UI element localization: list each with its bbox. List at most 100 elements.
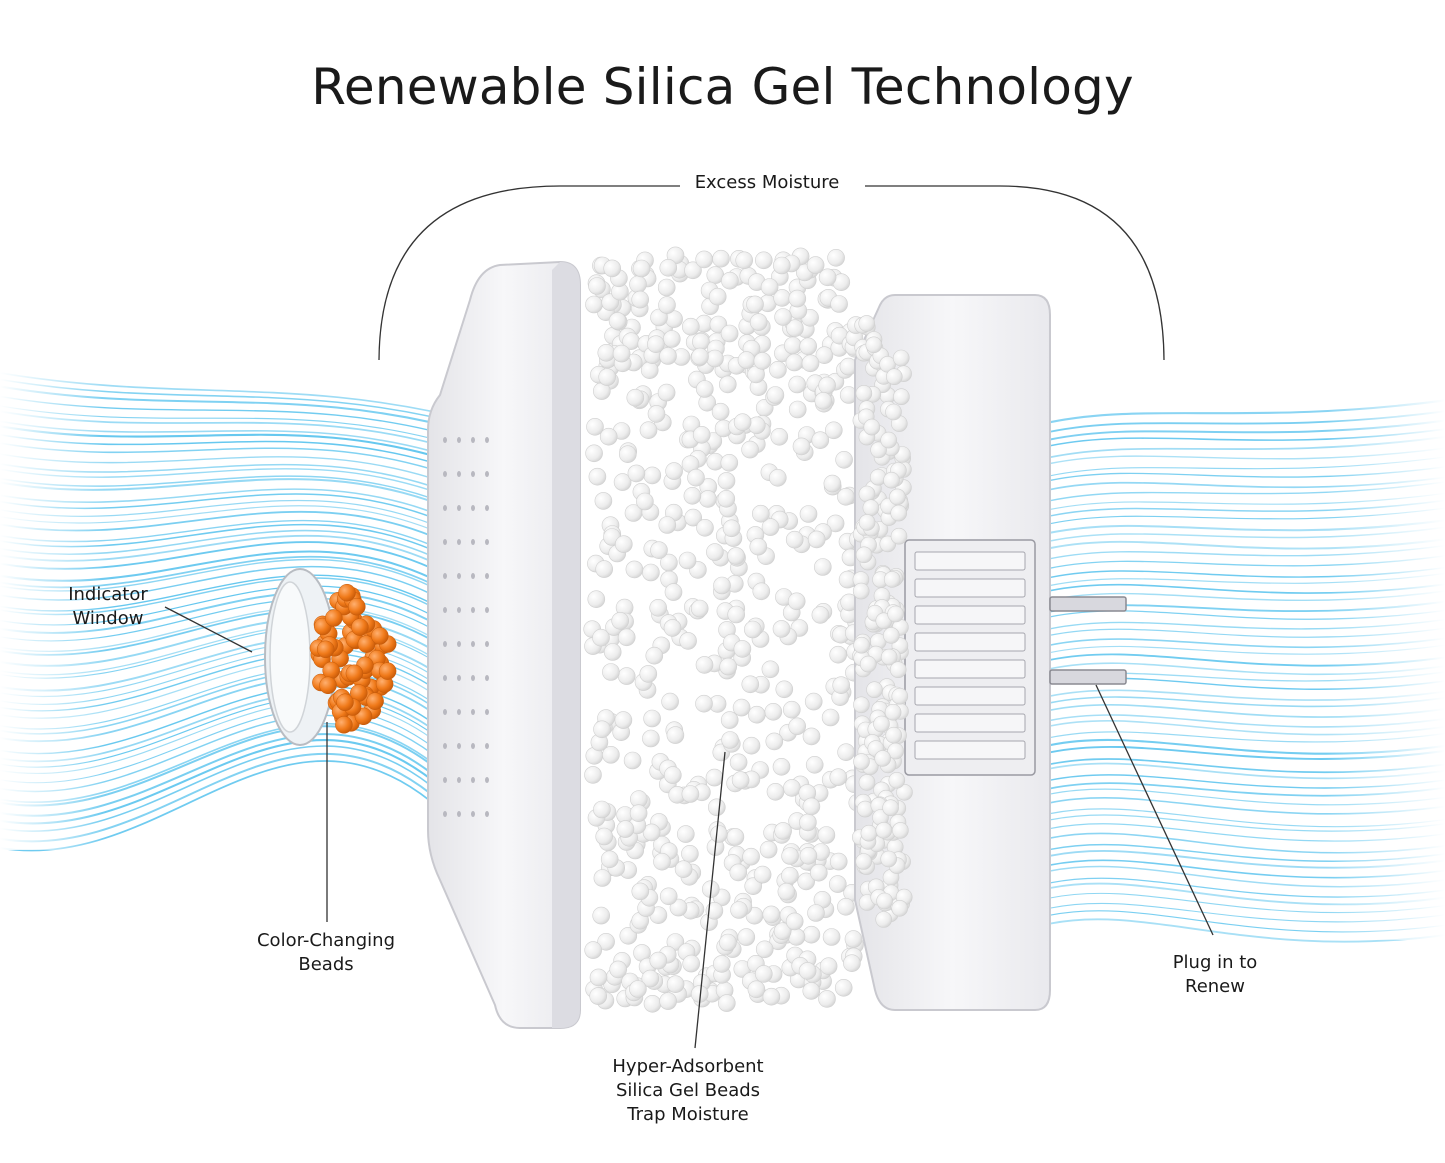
silica-bead bbox=[818, 376, 836, 395]
silica-bead bbox=[770, 427, 789, 446]
indicator-window-leader bbox=[164, 606, 253, 653]
silica-bead bbox=[785, 912, 804, 931]
silica-bead bbox=[727, 547, 745, 565]
silica-bead bbox=[884, 703, 902, 721]
silica-bead bbox=[799, 813, 817, 832]
silica-bead bbox=[674, 860, 693, 879]
silica-bead bbox=[684, 508, 703, 527]
silica-bead bbox=[684, 261, 702, 280]
silica-bead bbox=[761, 660, 780, 679]
silica-bead bbox=[766, 386, 785, 404]
plug-prong-top bbox=[1049, 596, 1127, 612]
silica-bead bbox=[837, 487, 855, 506]
silica-bead bbox=[882, 799, 899, 817]
silica-bead bbox=[811, 431, 830, 450]
vent-hole bbox=[485, 743, 489, 749]
silica-bead bbox=[631, 882, 650, 901]
orange-bead bbox=[366, 692, 384, 710]
silica-bead bbox=[788, 375, 807, 394]
silica-bead bbox=[720, 711, 739, 729]
silica-bead bbox=[614, 711, 633, 729]
silica-bead bbox=[696, 518, 714, 537]
silica-bead bbox=[892, 822, 909, 839]
grille-slat bbox=[914, 740, 1026, 760]
silica-bead bbox=[647, 405, 666, 423]
silica-bead bbox=[650, 541, 668, 560]
silica-bead bbox=[752, 582, 771, 601]
silica-bead bbox=[807, 530, 826, 549]
silica-bead bbox=[782, 700, 801, 719]
front-cover-panel bbox=[427, 260, 581, 1029]
silica-bead bbox=[649, 598, 668, 617]
silica-bead bbox=[742, 847, 760, 866]
silica-bead bbox=[823, 474, 842, 493]
silica-bead bbox=[772, 757, 791, 776]
orange-bead bbox=[319, 676, 337, 695]
vent-hole bbox=[485, 709, 489, 715]
label-plug-in-to-renew: Plug in to Renew bbox=[1172, 952, 1258, 997]
silica-bead bbox=[587, 590, 606, 609]
silica-bead bbox=[611, 611, 630, 630]
vent-hole bbox=[471, 777, 475, 783]
silica-bead bbox=[727, 605, 746, 624]
vent-hole bbox=[471, 539, 475, 545]
silica-bead bbox=[625, 560, 644, 579]
silica-bead bbox=[765, 732, 784, 751]
silica-bead bbox=[687, 468, 705, 487]
silica-bead bbox=[802, 925, 821, 944]
silica-bead bbox=[806, 256, 825, 274]
silica-bead bbox=[626, 388, 645, 407]
silica-bead bbox=[608, 312, 627, 330]
silica-bead bbox=[713, 576, 731, 595]
orange-bead bbox=[348, 597, 366, 616]
silica-bead bbox=[657, 278, 676, 297]
silica-bead bbox=[818, 990, 836, 1008]
silica-bead bbox=[602, 745, 620, 764]
silica-bead bbox=[719, 657, 738, 676]
silica-bead bbox=[732, 698, 751, 717]
silica-bead bbox=[799, 846, 818, 865]
vent-hole bbox=[471, 709, 475, 715]
silica-bead bbox=[799, 337, 818, 356]
vent-hole bbox=[471, 573, 475, 579]
orange-bead bbox=[371, 627, 389, 645]
silica-bead bbox=[695, 380, 714, 398]
silica-bead bbox=[741, 675, 760, 694]
silica-bead bbox=[829, 852, 848, 871]
silica-bead bbox=[874, 750, 892, 767]
silica-bead bbox=[887, 605, 904, 623]
silica-bead bbox=[891, 687, 909, 705]
silica-bead bbox=[807, 904, 825, 922]
silica-bead bbox=[759, 840, 778, 859]
silica-bead bbox=[663, 766, 682, 784]
silica-bead bbox=[629, 275, 647, 294]
silica-bead bbox=[853, 636, 870, 654]
silica-bead bbox=[827, 248, 845, 267]
silica-bead bbox=[764, 702, 783, 721]
silica-bead bbox=[603, 643, 622, 661]
silica-bead bbox=[705, 768, 724, 787]
orange-bead bbox=[357, 635, 376, 653]
silica-bead bbox=[775, 680, 794, 699]
silica-bead bbox=[890, 504, 908, 522]
silica-bead bbox=[666, 975, 685, 994]
silica-bead bbox=[883, 471, 900, 489]
silica-bead bbox=[639, 421, 658, 440]
silica-bead bbox=[659, 347, 677, 365]
silica-bead bbox=[643, 994, 662, 1013]
silica-bead bbox=[692, 332, 710, 351]
excess-moisture-bracket-left bbox=[378, 185, 680, 361]
silica-bead bbox=[664, 583, 683, 601]
silica-bead bbox=[830, 295, 848, 313]
silica-bead bbox=[594, 492, 613, 510]
silica-bead bbox=[749, 537, 768, 556]
vent-hole bbox=[443, 743, 447, 749]
silica-bead bbox=[659, 258, 678, 277]
silica-gel-beads-inside-housing bbox=[851, 315, 913, 928]
silica-bead bbox=[705, 901, 724, 920]
orange-bead bbox=[351, 618, 369, 636]
silica-bead bbox=[597, 343, 616, 362]
orange-bead bbox=[322, 661, 340, 680]
silica-bead bbox=[843, 954, 861, 973]
